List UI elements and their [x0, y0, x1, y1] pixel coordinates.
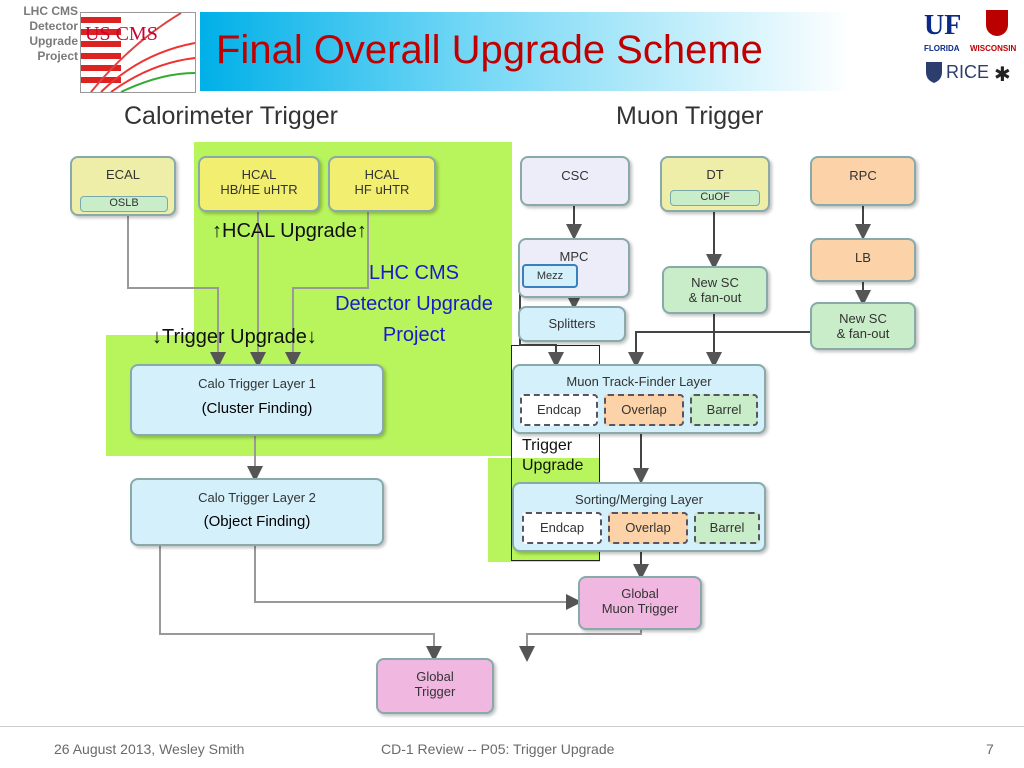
- global-muon-trigger-label: Global: [621, 586, 659, 601]
- oslb-box: OSLB: [80, 196, 168, 212]
- global-muon-trigger-sublabel: Muon Trigger: [601, 601, 679, 616]
- header-caption: LHC CMS Detector Upgrade Project: [0, 4, 78, 64]
- us-cms-logo-text: US CMS: [85, 23, 158, 45]
- calo-layer2-sublabel: (Object Finding): [203, 513, 311, 530]
- title-bar: [200, 12, 852, 91]
- new-sc-sublabel: & fan-out: [688, 290, 742, 305]
- barrel-block: Barrel: [690, 394, 758, 426]
- new-sc-box-dt: New SC & fan-out: [662, 266, 768, 314]
- header-caption-line: Detector: [29, 19, 78, 33]
- muon-track-finder-box: Muon Track-Finder Layer Endcap Overlap B…: [512, 364, 766, 434]
- rpc-box: RPC: [810, 156, 916, 206]
- uf-logo: UF: [924, 10, 962, 41]
- florida-logo: FLORIDA: [924, 44, 960, 53]
- muon-trigger-upgrade-line: Upgrade: [522, 457, 584, 474]
- calo-layer2-box: Calo Trigger Layer 2 (Object Finding): [130, 478, 384, 546]
- dt-box: DT CuOF: [660, 156, 770, 212]
- project-note-line: Project: [382, 324, 446, 346]
- calo-layer2-label: Calo Trigger Layer 2: [198, 490, 316, 505]
- wisconsin-logo: WISCONSIN: [970, 44, 1017, 53]
- hcal-hf-box: HCAL HF uHTR: [328, 156, 436, 212]
- gear-icon: ✱: [994, 64, 1011, 86]
- header-caption-line: LHC CMS: [23, 4, 78, 18]
- university-logos: UF FLORIDA WISCONSIN RICE ✱: [924, 10, 1019, 86]
- footer-date-author: 26 August 2013, Wesley Smith: [54, 741, 245, 757]
- calo-layer1-box: Calo Trigger Layer 1 (Cluster Finding): [130, 364, 384, 436]
- hcal-hf-sublabel: HF uHTR: [354, 182, 410, 197]
- global-muon-trigger-box: Global Muon Trigger: [578, 576, 702, 630]
- endcap-block: Endcap: [522, 512, 602, 544]
- new-sc-label: New SC: [839, 311, 887, 326]
- trigger-upgrade-note: ↓Trigger Upgrade↓: [152, 326, 317, 348]
- mpc-label: MPC: [559, 249, 589, 264]
- header-caption-line: Upgrade: [29, 34, 78, 48]
- sorting-merging-label: Sorting/Merging Layer: [575, 492, 703, 507]
- ecal-box: ECAL OSLB: [70, 156, 176, 216]
- dt-label: DT: [706, 167, 724, 182]
- project-note: LHC CMS Detector Upgrade Project: [306, 258, 522, 351]
- splitters-label: Splitters: [548, 316, 596, 331]
- cuof-box: CuOF: [670, 190, 760, 206]
- project-note-line: LHC CMS: [368, 262, 459, 284]
- us-cms-logo: US CMS: [80, 12, 196, 93]
- sorting-merging-box: Sorting/Merging Layer Endcap Overlap Bar…: [512, 482, 766, 552]
- global-trigger-box: Global Trigger: [376, 658, 494, 714]
- muon-track-finder-label: Muon Track-Finder Layer: [566, 374, 712, 389]
- project-note-line: Detector Upgrade: [335, 293, 493, 315]
- barrel-block: Barrel: [694, 512, 760, 544]
- footer-page-number: 7: [986, 741, 994, 757]
- hcal-hbhe-box: HCAL HB/HE uHTR: [198, 156, 320, 212]
- global-trigger-sublabel: Trigger: [414, 684, 456, 699]
- lb-box: LB: [810, 238, 916, 282]
- calorimeter-trigger-title: Calorimeter Trigger: [124, 102, 338, 130]
- new-sc-sublabel: & fan-out: [836, 326, 890, 341]
- overlap-block: Overlap: [604, 394, 684, 426]
- page-title: Final Overall Upgrade Scheme: [216, 28, 763, 72]
- ecal-label: ECAL: [106, 167, 140, 182]
- footer-review: CD-1 Review -- P05: Trigger Upgrade: [381, 741, 615, 757]
- new-sc-box-rpc: New SC & fan-out: [810, 302, 916, 350]
- hcal-hbhe-label: HCAL: [241, 167, 277, 182]
- calo-layer1-sublabel: (Cluster Finding): [201, 400, 313, 417]
- hcal-upgrade-note: ↑HCAL Upgrade↑: [212, 220, 367, 242]
- splitters-box: Splitters: [518, 306, 626, 342]
- footer-divider: [0, 726, 1024, 727]
- hcal-hbhe-sublabel: HB/HE uHTR: [220, 182, 298, 197]
- mezz-box: Mezz: [522, 264, 578, 288]
- csc-label: CSC: [561, 168, 589, 183]
- overlap-block: Overlap: [608, 512, 688, 544]
- new-sc-label: New SC: [691, 275, 739, 290]
- csc-box: CSC: [520, 156, 630, 206]
- rice-shield-icon: [926, 62, 942, 83]
- rpc-label: RPC: [849, 168, 877, 183]
- rice-logo: RICE: [946, 62, 990, 82]
- hcal-hf-label: HCAL: [364, 167, 400, 182]
- global-trigger-label: Global: [416, 669, 454, 684]
- header-caption-line: Project: [37, 49, 78, 63]
- calo-layer1-label: Calo Trigger Layer 1: [198, 376, 316, 391]
- muon-trigger-title: Muon Trigger: [616, 102, 764, 130]
- muon-trigger-upgrade-note: Trigger Upgrade: [522, 436, 583, 476]
- muon-trigger-upgrade-line: Trigger: [522, 437, 573, 454]
- wisconsin-crest-icon: [986, 10, 1008, 36]
- endcap-block: Endcap: [520, 394, 598, 426]
- lb-label: LB: [855, 250, 871, 265]
- us-cms-logo-icon: [81, 13, 195, 92]
